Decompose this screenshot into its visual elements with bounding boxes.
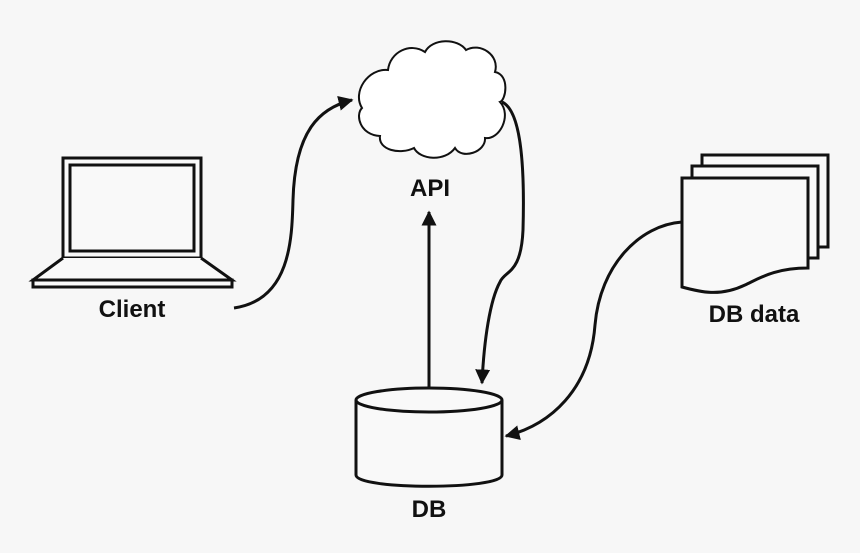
- database-cylinder-icon: [354, 386, 504, 488]
- cloud-icon: [357, 40, 507, 159]
- client-label: Client: [99, 296, 166, 323]
- api-label: API: [410, 175, 450, 202]
- db-label: DB: [412, 496, 447, 523]
- laptop-icon: [28, 156, 237, 289]
- edge-client-to-api: [233, 96, 354, 310]
- dbdata-label: DB data: [709, 301, 800, 328]
- document-stack-icon: [680, 153, 830, 294]
- edge-api-to-db: [475, 100, 525, 385]
- edge-dbdata-to-db: [504, 220, 683, 440]
